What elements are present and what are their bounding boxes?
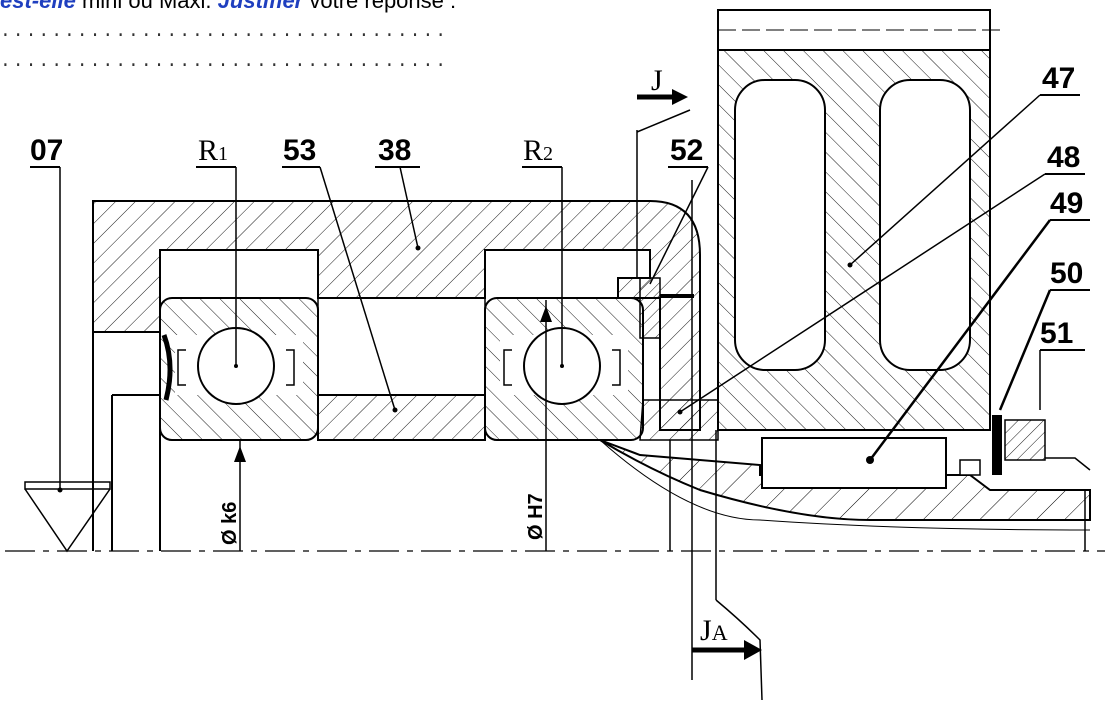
vector-j: J — [636, 64, 691, 133]
answer-line-1: ................................... — [0, 22, 449, 42]
bearing-r2 — [484, 297, 644, 441]
question-emphasis-1: est-elle — [0, 0, 76, 13]
label-r1: R1 — [198, 134, 228, 167]
label-49: 49 — [1050, 187, 1083, 220]
gear-47 — [717, 9, 1000, 431]
label-52: 52 — [670, 134, 703, 167]
label-07: 07 — [30, 134, 63, 167]
nut-51 — [1004, 419, 1046, 461]
question-emphasis-2: Justifier — [217, 0, 304, 13]
fit-h7: Ø H7 — [525, 493, 547, 540]
label-47: 47 — [1042, 62, 1075, 95]
washer-50 — [992, 415, 1002, 475]
answer-line-2: ................................... — [0, 52, 449, 72]
label-48: 48 — [1047, 141, 1080, 174]
circlip-52 — [639, 277, 661, 339]
question-text-2: votre réponse : — [303, 0, 457, 13]
bearing-r1 — [159, 297, 319, 441]
vector-ja: JA — [692, 614, 762, 660]
label-j: J — [651, 64, 663, 97]
label-50: 50 — [1050, 257, 1083, 290]
fit-k6: Ø k6 — [219, 502, 241, 545]
leader-lines — [59, 94, 1052, 490]
label-51: 51 — [1040, 317, 1073, 350]
surface-symbol-07 — [24, 481, 111, 490]
shaft-end — [639, 399, 719, 441]
question-text: est-elle mini ou Maxi. Justifier votre r… — [0, 0, 456, 14]
label-ja: JA — [700, 614, 728, 647]
label-r2: R2 — [523, 134, 553, 167]
question-text-1: mini ou Maxi. — [75, 0, 218, 13]
label-53: 53 — [283, 134, 316, 167]
spacer-53 — [317, 394, 486, 441]
label-38: 38 — [378, 134, 411, 167]
key-49 — [761, 437, 947, 489]
